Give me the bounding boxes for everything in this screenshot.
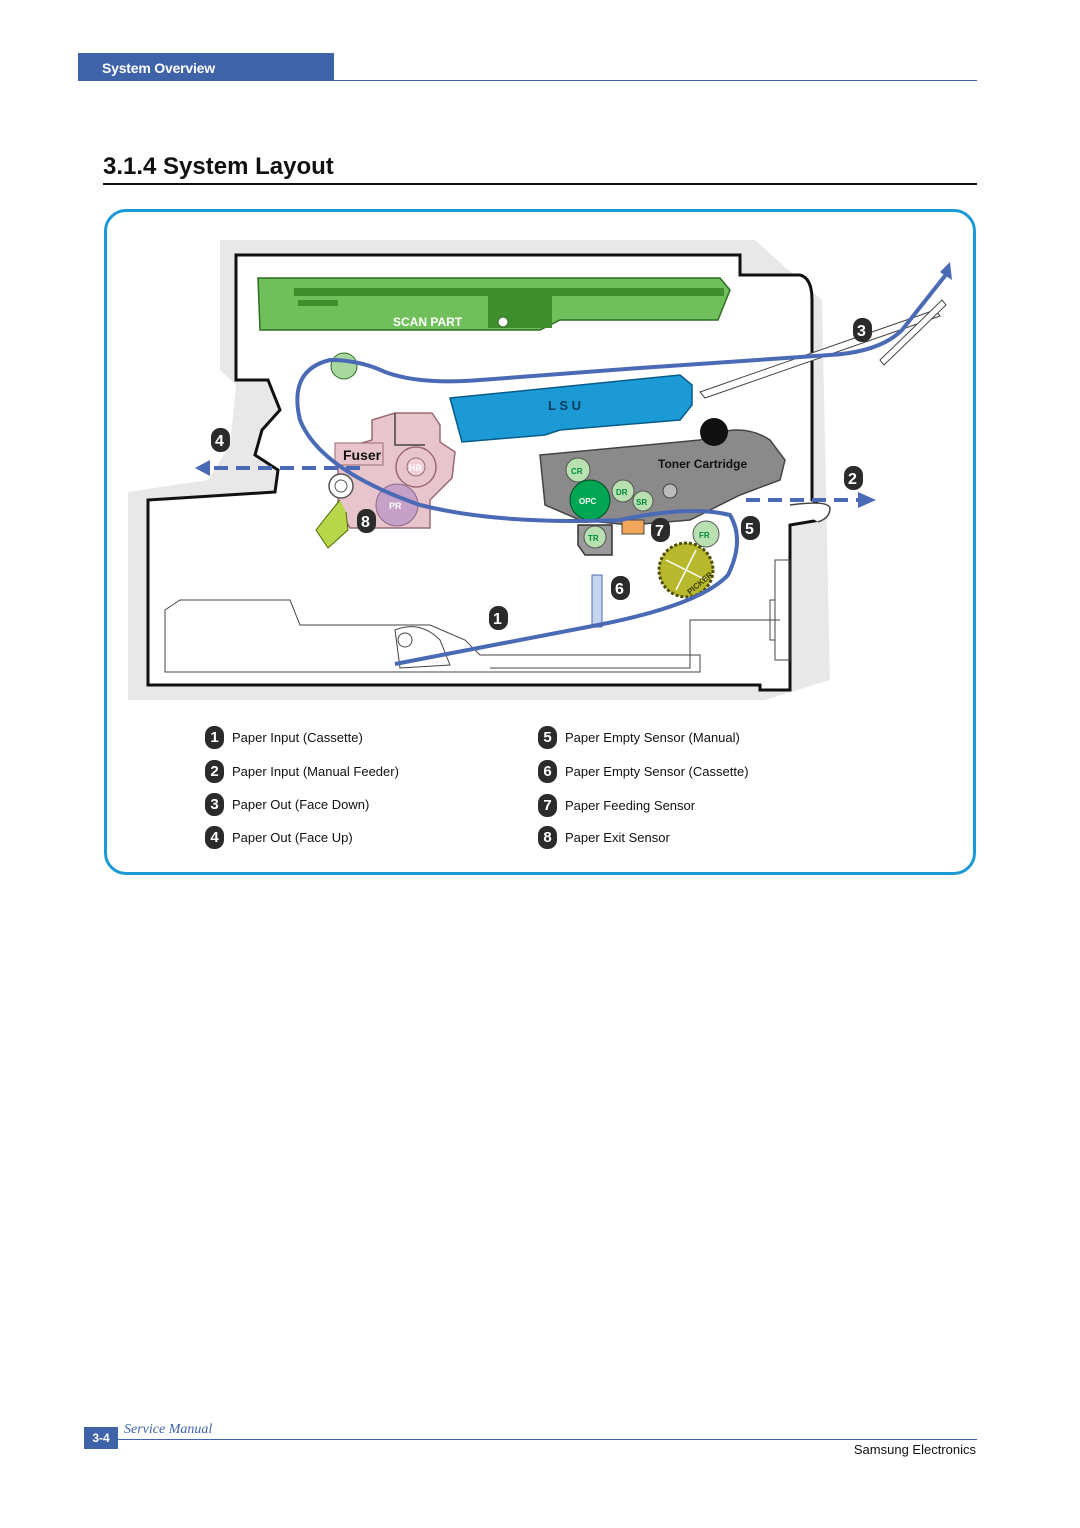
legend-badge: 8: [538, 825, 557, 849]
doc-label: Service Manual: [124, 1422, 213, 1437]
svg-text:5: 5: [745, 521, 754, 538]
cassette-outline: [164, 599, 701, 673]
svg-text:7: 7: [655, 523, 664, 540]
legend-label: Paper Empty Sensor (Manual): [565, 729, 740, 745]
svg-text:4: 4: [215, 433, 224, 450]
fuser-top-bracket: [394, 413, 425, 446]
legend-label: Paper Out (Face Up): [232, 829, 353, 845]
company-name: Samsung Electronics: [853, 1442, 976, 1457]
legend-item: 6 Paper Empty Sensor (Cassette): [538, 759, 868, 783]
fuser-exit-roller-inner: [334, 479, 348, 493]
sr-roller: [632, 490, 654, 512]
legend-badge: 3: [205, 792, 224, 816]
fr-label: FR: [699, 531, 710, 540]
legend-item: 4 Paper Out (Face Up): [205, 825, 535, 849]
hr-label: HR: [409, 463, 422, 473]
scan-part-sensor: [497, 316, 509, 328]
callout-4: 4: [211, 428, 230, 452]
lsu-label: L S U: [548, 398, 581, 413]
callout-8: 8: [357, 509, 376, 533]
cassette-tray-line: [490, 619, 780, 669]
legend-label: Paper Input (Cassette): [232, 729, 363, 745]
picker-roller-spoke: [675, 549, 697, 591]
svg-text:8: 8: [361, 514, 370, 531]
exit-sensor-actuator: [315, 499, 349, 549]
svg-text:1: 1: [493, 611, 502, 628]
paper-path-arrowhead: [940, 262, 952, 280]
header-rule: [334, 80, 977, 81]
cr-roller: [565, 457, 591, 483]
legend-badge: 6: [538, 759, 557, 783]
right-side-detail: [769, 559, 791, 661]
callout-6: 6: [611, 576, 630, 600]
cassette-lever-pivot: [397, 632, 413, 648]
pr-label: PR: [389, 501, 402, 511]
svg-text:3: 3: [857, 323, 866, 340]
callout-5: 5: [741, 516, 760, 540]
legend-item: 8 Paper Exit Sensor: [538, 825, 868, 849]
fuser-label: Fuser: [343, 447, 382, 463]
legend-label: Paper Input (Manual Feeder): [232, 763, 399, 779]
opc-label: OPC: [579, 497, 597, 506]
manual-feeder-guide: [789, 502, 831, 523]
toner-gear: [662, 483, 678, 499]
printer-layout-diagram: SCAN PART L S U Toner Cartridge CR OPC D…: [128, 240, 952, 700]
tr-roller: [583, 525, 607, 549]
legend-item: 2 Paper Input (Manual Feeder): [205, 759, 535, 783]
dr-label: DR: [616, 488, 628, 497]
paper-path-face-up-arrow: [195, 460, 210, 476]
fuser-label-box: [334, 442, 384, 466]
page-title: 3.1.4 System Layout: [103, 153, 334, 180]
dr-roller: [611, 479, 635, 503]
legend-badge: 7: [538, 793, 557, 817]
toner-cartridge-handle: [700, 418, 728, 446]
legend-label: Paper Empty Sensor (Cassette): [565, 763, 749, 779]
section-tab: System Overview: [78, 53, 334, 81]
legend-item: 7 Paper Feeding Sensor: [538, 793, 868, 817]
legend-item: 3 Paper Out (Face Down): [205, 792, 535, 816]
cr-label: CR: [571, 467, 583, 476]
paper-path-face-down: [295, 270, 950, 666]
footer-rule: [118, 1439, 977, 1440]
callout-1: 1: [489, 606, 508, 630]
legend-item: 1 Paper Input (Cassette): [205, 725, 535, 749]
feed-sensor-actuator: [621, 519, 645, 535]
title-rule: [103, 183, 977, 185]
legend-label: Paper Exit Sensor: [565, 829, 670, 845]
page-number: 3-4: [84, 1427, 118, 1449]
legend-badge: 4: [205, 825, 224, 849]
scan-part-label: SCAN PART: [393, 315, 463, 329]
cassette-empty-sensor: [591, 574, 603, 628]
legend-badge: 5: [538, 725, 557, 749]
paper-path-manual-arrow: [858, 492, 876, 508]
callout-3: 3: [853, 318, 872, 342]
callout-2: 2: [844, 466, 863, 490]
face-down-tray-lower: [879, 299, 947, 366]
legend-badge: 1: [205, 725, 224, 749]
exit-roller: [330, 352, 358, 380]
callout-7: 7: [651, 518, 670, 542]
svg-text:6: 6: [615, 581, 624, 598]
toner-cartridge-label: Toner Cartridge: [658, 457, 747, 471]
svg-text:2: 2: [848, 471, 857, 488]
legend-badge: 2: [205, 759, 224, 783]
hr-roller-inner: [406, 457, 426, 477]
tr-label: TR: [588, 534, 599, 543]
scan-part-block: [298, 300, 338, 306]
legend-item: 5 Paper Empty Sensor (Manual): [538, 725, 868, 749]
legend-label: Paper Feeding Sensor: [565, 797, 696, 813]
lsu-unit: [449, 374, 693, 443]
legend-label: Paper Out (Face Down): [232, 796, 370, 812]
fr-roller: [692, 520, 720, 548]
sr-label: SR: [636, 498, 647, 507]
